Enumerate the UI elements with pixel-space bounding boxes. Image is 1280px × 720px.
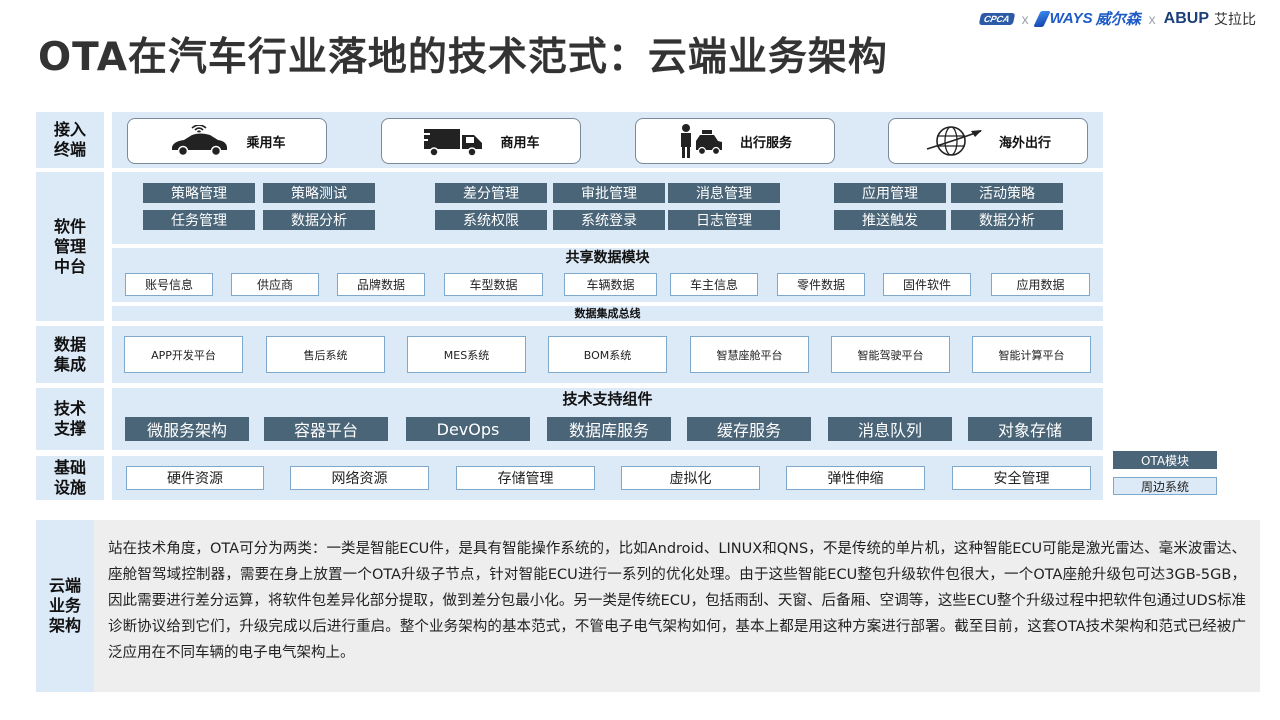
tech-support-title: 技术支持组件 [562, 390, 653, 408]
tech-component: 缓存服务 [687, 417, 811, 441]
abup-logo: ABUP 艾拉比 [1163, 9, 1256, 27]
row-label-infrastructure: 基础 设施 [36, 456, 104, 500]
infra-item: 硬件资源 [126, 466, 264, 490]
module-strategy-management: 策略管理 [143, 183, 255, 203]
integration-item: 智能计算平台 [972, 336, 1091, 373]
terminal-overseas-travel: 海外出行 [888, 118, 1088, 164]
module-activity-strategy: 活动策略 [951, 183, 1063, 203]
module-approval-management: 审批管理 [553, 183, 665, 203]
shared-item: 账号信息 [125, 273, 213, 296]
infra-item: 弹性伸缩 [786, 466, 925, 490]
integration-item: 智慧座舱平台 [690, 336, 809, 373]
logo-separator: x [1148, 10, 1156, 27]
description-label: 云端 业务 架构 [36, 520, 94, 692]
infra-item: 存储管理 [456, 466, 595, 490]
module-log-management: 日志管理 [668, 210, 780, 230]
shared-item: 车主信息 [670, 273, 758, 296]
row-label-data-integration: 数据 集成 [36, 326, 104, 383]
shared-item: 供应商 [231, 273, 319, 296]
shared-item: 车辆数据 [564, 273, 657, 296]
row-label-terminal: 接入 终端 [36, 112, 104, 168]
module-system-login: 系统登录 [553, 210, 665, 230]
module-message-management: 消息管理 [668, 183, 780, 203]
infrastructure-panel: 硬件资源 网络资源 存储管理 虚拟化 弹性伸缩 安全管理 [112, 456, 1103, 500]
integration-item: APP开发平台 [124, 336, 243, 373]
globe-plane-icon [926, 126, 982, 156]
module-app-management: 应用管理 [834, 183, 946, 203]
row-label-middle-platform: 软件 管理 中台 [36, 172, 104, 321]
module-data-analysis: 数据分析 [263, 210, 375, 230]
description-text: 站在技术角度，OTA可分为两类：一类是智能ECU件，是具有智能操作系统的，比如A… [94, 520, 1260, 692]
car-icon [172, 125, 228, 157]
partner-logos: CPCA x WAYS 威尔森 x ABUP 艾拉比 [978, 8, 1256, 29]
integration-item: 售后系统 [266, 336, 385, 373]
shared-item: 固件软件 [883, 273, 971, 296]
tech-component: 对象存储 [968, 417, 1092, 441]
terminal-ride-service: 出行服务 [635, 118, 835, 164]
integration-bus: 数据集成总线 [112, 306, 1103, 321]
tech-component: DevOps [406, 417, 530, 441]
tech-component: 微服务架构 [125, 417, 249, 441]
middle-modules-panel: 策略管理 策略测试 任务管理 数据分析 差分管理 审批管理 消息管理 系统权限 … [112, 172, 1103, 244]
infra-item: 安全管理 [952, 466, 1091, 490]
legend-ota-module: OTA模块 [1113, 451, 1217, 469]
module-data-analysis-2: 数据分析 [951, 210, 1063, 230]
legend-peripheral-system: 周边系统 [1113, 477, 1217, 495]
module-system-permission: 系统权限 [435, 210, 547, 230]
infra-item: 虚拟化 [621, 466, 760, 490]
data-integration-panel: APP开发平台 售后系统 MES系统 BOM系统 智慧座舱平台 智能驾驶平台 智… [112, 326, 1103, 383]
cpca-logo: CPCA [978, 12, 1015, 25]
tech-component: 数据库服务 [547, 417, 671, 441]
shared-data-title: 共享数据模块 [565, 250, 650, 266]
shared-item: 应用数据 [991, 273, 1090, 296]
terminal-panel: 乘用车 商用车 出行服务 [112, 112, 1103, 168]
terminal-commercial-vehicle: 商用车 [381, 118, 581, 164]
module-diff-management: 差分管理 [435, 183, 547, 203]
module-strategy-test: 策略测试 [263, 183, 375, 203]
integration-item: 智能驾驶平台 [831, 336, 950, 373]
shared-item: 零件数据 [777, 273, 865, 296]
integration-item: BOM系统 [548, 336, 667, 373]
truck-icon [422, 129, 483, 157]
ride-service-icon [680, 124, 722, 158]
terminal-passenger-car: 乘用车 [127, 118, 327, 164]
ways-logo: WAYS 威尔森 [1032, 8, 1141, 29]
shared-item: 品牌数据 [337, 273, 425, 296]
tech-component: 消息队列 [828, 417, 952, 441]
module-push-trigger: 推送触发 [834, 210, 946, 230]
module-task-management: 任务管理 [143, 210, 255, 230]
integration-item: MES系统 [407, 336, 526, 373]
page-title: OTA在汽车行业落地的技术范式：云端业务架构 [38, 35, 888, 80]
tech-component: 容器平台 [264, 417, 388, 441]
logo-separator: x [1021, 10, 1029, 27]
ways-mark-icon [1032, 10, 1051, 27]
row-label-tech-support: 技术 支撑 [36, 388, 104, 450]
shared-data-panel: 共享数据模块 账号信息 供应商 品牌数据 车型数据 车辆数据 车主信息 零件数据… [112, 248, 1103, 302]
shared-item: 车型数据 [444, 273, 543, 296]
integration-bus-title: 数据集成总线 [574, 307, 641, 320]
tech-support-panel: 技术支持组件 微服务架构 容器平台 DevOps 数据库服务 缓存服务 消息队列… [112, 388, 1103, 450]
infra-item: 网络资源 [290, 466, 429, 490]
